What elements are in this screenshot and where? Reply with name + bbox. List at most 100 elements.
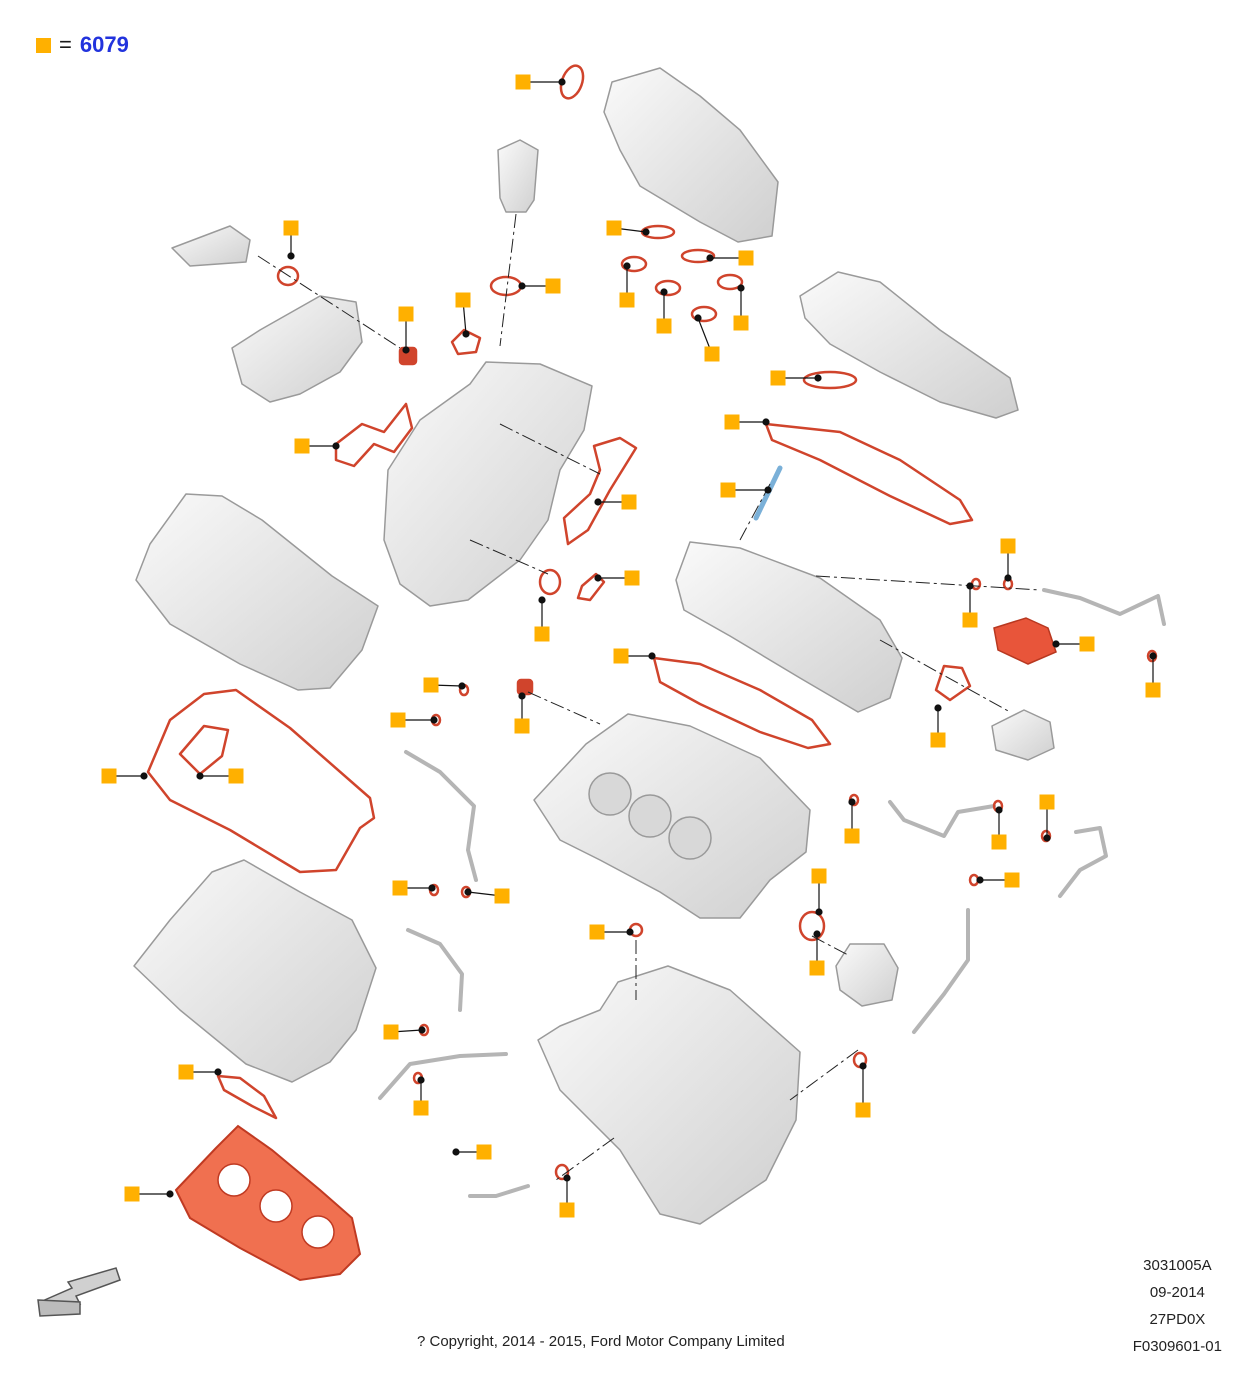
head-gasket-left-small	[216, 1074, 278, 1120]
valve-cover-gasket-right	[764, 422, 974, 526]
square-marker-icon	[494, 888, 510, 904]
square-marker-icon	[619, 292, 635, 308]
water-outlet-tube	[171, 225, 251, 267]
square-marker-icon	[398, 306, 414, 322]
oring-water-outlet	[276, 265, 300, 287]
square-marker-icon	[724, 414, 740, 430]
square-marker-icon	[930, 732, 946, 748]
callout-dot	[762, 418, 770, 426]
callout-dot	[660, 288, 668, 296]
callout-dot	[995, 806, 1003, 814]
intake-manifold-upper	[603, 67, 779, 243]
water-pump	[231, 295, 363, 403]
square-marker-icon	[228, 768, 244, 784]
square-marker-icon	[811, 868, 827, 884]
callout-dot	[706, 254, 714, 262]
square-marker-icon	[559, 1202, 575, 1218]
square-marker-icon	[738, 250, 754, 266]
intake-manifold-lower	[799, 271, 1019, 419]
callout-dot	[458, 682, 466, 690]
square-marker-icon	[621, 494, 637, 510]
square-marker-icon	[606, 220, 622, 236]
square-marker-icon	[1004, 872, 1020, 888]
square-marker-icon	[36, 37, 51, 53]
square-marker-icon	[178, 1064, 194, 1080]
coolant-tube	[468, 1184, 530, 1198]
callout-dot	[815, 908, 823, 916]
callout-dot	[1149, 652, 1157, 660]
square-marker-icon	[809, 960, 825, 976]
coolant-tube	[404, 750, 478, 882]
timing-cover	[383, 361, 593, 607]
square-marker-icon	[283, 220, 299, 236]
oil-filter-housing	[497, 139, 539, 213]
cylinder-bore	[628, 794, 672, 838]
callout-dot	[859, 1062, 867, 1070]
callout-dot	[848, 798, 856, 806]
square-marker-icon	[624, 570, 640, 586]
square-marker-icon	[844, 828, 860, 844]
square-marker-icon	[991, 834, 1007, 850]
legend: = 6079	[36, 32, 129, 58]
callout-dot	[563, 1174, 571, 1182]
copyright-notice: ? Copyright, 2014 - 2015, Ford Motor Com…	[417, 1333, 785, 1350]
callout-dot	[966, 582, 974, 590]
square-marker-icon	[101, 768, 117, 784]
cylinder-head-left	[133, 859, 377, 1083]
head-gasket-right	[652, 656, 832, 750]
thermostat-seal	[798, 910, 826, 942]
coolant-tube	[912, 908, 970, 1034]
lower-crankcase	[537, 965, 801, 1225]
square-marker-icon	[589, 924, 605, 940]
callout-dot	[1043, 834, 1051, 842]
square-marker-icon	[534, 626, 550, 642]
square-marker-icon	[392, 880, 408, 896]
square-marker-icon	[770, 370, 786, 386]
callout-dot	[428, 884, 436, 892]
callout-dot	[1004, 574, 1012, 582]
timing-cover-gasket-right	[562, 436, 638, 546]
coolant-tube	[1042, 588, 1166, 626]
oring-timing-small	[576, 572, 606, 602]
square-marker-icon	[962, 612, 978, 628]
callout-dot	[287, 252, 295, 260]
square-marker-icon	[294, 438, 310, 454]
callout-dot	[626, 928, 634, 936]
cylinder-block	[533, 713, 811, 919]
square-marker-icon	[704, 346, 720, 362]
timing-cover-gasket-left	[334, 402, 414, 468]
callout-dot	[764, 486, 772, 494]
square-marker-icon	[413, 1100, 429, 1116]
callout-dot	[694, 314, 702, 322]
legend-equals: =	[59, 32, 72, 57]
callout-dot	[462, 330, 470, 338]
illustration-number: 3031005A	[1143, 1257, 1212, 1274]
callout-dot	[737, 284, 745, 292]
vehicle-code: 27PD0X	[1149, 1311, 1206, 1328]
callout-dot	[648, 652, 656, 660]
square-marker-icon	[423, 677, 439, 693]
cylinder-head-right	[675, 541, 903, 713]
square-marker-icon	[476, 1144, 492, 1160]
square-marker-icon	[733, 315, 749, 331]
oring-tube	[554, 1163, 570, 1181]
square-marker-icon	[1039, 794, 1055, 810]
callout-dot	[402, 346, 410, 354]
illustration-date: 09-2014	[1149, 1284, 1205, 1301]
square-marker-icon	[514, 718, 530, 734]
square-marker-icon	[383, 1024, 399, 1040]
intake-lower-gasket	[802, 370, 858, 390]
callout-dot	[1052, 640, 1060, 648]
callout-dot	[430, 716, 438, 724]
square-marker-icon	[545, 278, 561, 294]
oring-filter	[489, 275, 523, 297]
callout-dot	[196, 772, 204, 780]
vacuum-pump-gasket	[934, 664, 972, 702]
square-marker-icon	[656, 318, 672, 334]
callout-dot	[623, 262, 631, 270]
square-marker-icon	[1000, 538, 1016, 554]
callout-dot	[538, 596, 546, 604]
callout-dot	[166, 1190, 174, 1198]
callout-dot	[813, 930, 821, 938]
